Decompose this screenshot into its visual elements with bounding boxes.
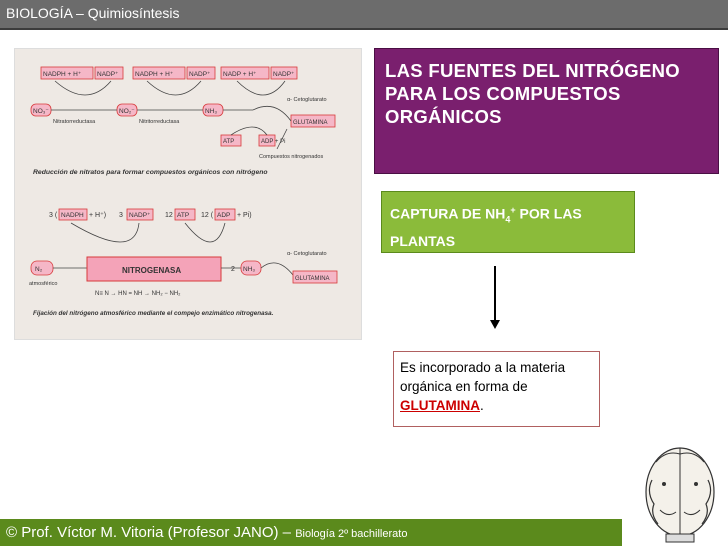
down-arrow-line bbox=[494, 266, 496, 322]
label-glutamina-bottom: GLUTAMINA bbox=[295, 276, 330, 282]
subtitle-text: CAPTURA DE NH4+ POR LAS PLANTAS bbox=[390, 199, 630, 252]
box-nadp-4 bbox=[270, 66, 298, 80]
subtitle-box: CAPTURA DE NH4+ POR LAS PLANTAS bbox=[381, 191, 635, 253]
arrow-compuestos bbox=[276, 128, 288, 150]
caption-bottom: Fijación del nitrógeno atmosférico media… bbox=[33, 310, 274, 317]
box-nadph-bottom bbox=[58, 208, 88, 221]
label-r6: + Pi) bbox=[237, 212, 252, 219]
title-box: LAS FUENTES DEL NITRÓGENO PARA LOS COMPU… bbox=[374, 48, 719, 174]
slide-title: LAS FUENTES DEL NITRÓGENO PARA LOS COMPU… bbox=[385, 60, 680, 127]
curve-to-glutamina bbox=[252, 105, 292, 122]
info-box: Es incorporado a la materia orgánica en … bbox=[393, 351, 600, 427]
info-end: . bbox=[480, 398, 484, 413]
label-n2: N₂ bbox=[35, 266, 43, 273]
slide-header: BIOLOGÍA – Quimiosíntesis bbox=[0, 0, 728, 30]
footer-text: © Prof. Víctor M. Vitoria (Profesor JANO… bbox=[6, 524, 407, 541]
info-highlight: GLUTAMINA bbox=[400, 398, 480, 413]
label-enzyme1: Nitratorreductasa bbox=[53, 119, 96, 125]
label-cetoglutarato-bottom: α- Cetoglutarato bbox=[287, 251, 327, 257]
box-nadp-bottom bbox=[126, 208, 154, 221]
label-adp-top: ADP + Pi bbox=[261, 139, 285, 145]
label-no3: NO₃⁻ bbox=[33, 108, 49, 115]
label-compuestos: Compuestos nitrogenados bbox=[259, 154, 323, 160]
label-nadph-bottom: NADPH bbox=[61, 212, 84, 219]
slide-header-title: BIOLOGÍA – Quimiosíntesis bbox=[6, 5, 180, 21]
janus-logo-image bbox=[645, 447, 715, 543]
box-atp-bottom bbox=[174, 208, 196, 221]
curve-top-2 bbox=[146, 80, 202, 96]
label-r2: + H⁺) bbox=[89, 212, 106, 219]
slide-footer: © Prof. Víctor M. Vitoria (Profesor JANO… bbox=[0, 519, 622, 546]
label-two: 2 bbox=[231, 266, 235, 273]
subtitle-prefix: CAPTURA DE NH bbox=[390, 205, 506, 222]
janus-logo bbox=[636, 440, 724, 544]
label-no2: NO₂⁻ bbox=[119, 108, 135, 115]
label-atmos: atmosférico bbox=[29, 281, 57, 287]
box-nadp-3 bbox=[220, 66, 270, 80]
footer-main: © Prof. Víctor M. Vitoria (Profesor JANO… bbox=[6, 524, 296, 541]
label-nh3-bottom: NH₃ bbox=[243, 266, 255, 273]
nitrogen-figure: NADPH + H⁺ NADP⁺ NADPH + H⁺ NADP⁺ NADP +… bbox=[14, 48, 362, 340]
label-nadp-2: NADP⁺ bbox=[189, 71, 211, 78]
label-adp-bottom: ADP bbox=[217, 212, 230, 219]
curve-bottom-1 bbox=[70, 222, 140, 243]
curve-top-1 bbox=[54, 80, 112, 96]
box-glutamina-bottom bbox=[292, 270, 338, 284]
box-nadp-1 bbox=[94, 66, 124, 80]
label-r5: 12 ( bbox=[201, 212, 214, 219]
subtitle-sub: 4 bbox=[505, 214, 511, 225]
box-nadp-2 bbox=[186, 66, 216, 80]
box-nadph-1 bbox=[40, 66, 94, 80]
label-nadp-1: NADP⁺ bbox=[97, 71, 119, 78]
label-nadp-bottom: NADP⁺ bbox=[129, 212, 151, 219]
label-r1: 3 ( bbox=[49, 212, 58, 219]
label-nadp-3: NADP + H⁺ bbox=[223, 71, 257, 78]
label-glutamina-top: GLUTAMINA bbox=[293, 120, 328, 126]
footer-small: Biología 2º bachillerato bbox=[295, 528, 408, 540]
label-cetoglutarato-top: α- Cetoglutarato bbox=[287, 97, 327, 103]
subtitle-sup: + bbox=[510, 205, 516, 215]
info-text: Es incorporado a la materia orgánica en … bbox=[400, 358, 595, 415]
label-nitrogenasa: NITROGENASA bbox=[122, 266, 181, 275]
subtitle-suffix: POR LAS PLANTAS bbox=[390, 205, 582, 250]
box-adp-bottom bbox=[214, 208, 236, 221]
box-nadph-2 bbox=[132, 66, 186, 80]
curve-bottom-2 bbox=[184, 222, 226, 243]
label-atp-top: ATP bbox=[223, 139, 234, 145]
info-main: Es incorporado a la materia orgánica en … bbox=[400, 360, 566, 394]
label-nadp-4: NADP⁺ bbox=[273, 71, 295, 78]
curve-to-glutamina-bottom bbox=[260, 262, 294, 276]
curve-atp-adp bbox=[230, 126, 268, 136]
curve-top-3 bbox=[236, 80, 286, 96]
label-r3: 3 bbox=[119, 212, 123, 219]
box-nitrogenasa bbox=[86, 256, 222, 282]
nitrogen-diagram: NADPH + H⁺ NADP⁺ NADPH + H⁺ NADP⁺ NADP +… bbox=[29, 66, 338, 317]
label-reaction: N≡ N → HN = NH → NH₂ − NH₂ bbox=[95, 291, 181, 297]
label-nadph-1: NADPH + H⁺ bbox=[43, 71, 82, 78]
label-nh3-top: NH₃ bbox=[205, 108, 217, 115]
label-atp-bottom: ATP bbox=[177, 212, 189, 219]
label-r4: 12 bbox=[165, 212, 173, 219]
label-enzyme2: Nitritorreductasa bbox=[139, 119, 180, 125]
label-nadph-2: NADPH + H⁺ bbox=[135, 71, 174, 78]
caption-top: Reducción de nitratos para formar compue… bbox=[33, 169, 268, 176]
down-arrow-head bbox=[490, 320, 500, 329]
